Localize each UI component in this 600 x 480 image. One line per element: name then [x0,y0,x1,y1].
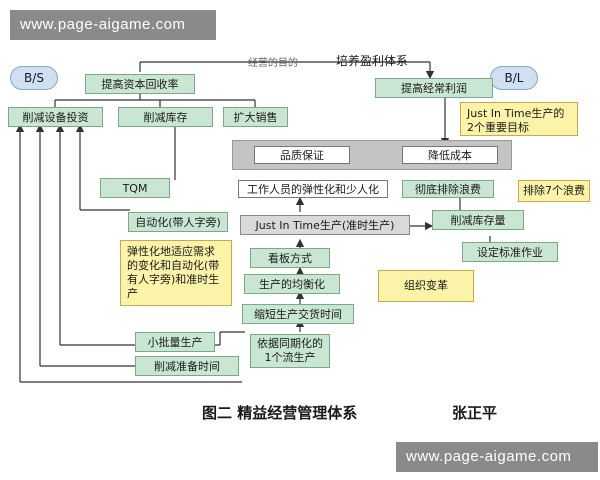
node-tqm: TQM [100,178,170,198]
note-seven-wastes: 排除7个浪费 [518,180,590,202]
node-improve-profit: 提高经常利润 [375,78,493,98]
node-shorten-lead: 缩短生产交货时间 [242,304,354,324]
node-reduce-equipment: 削减设备投资 [8,107,103,127]
node-improve-return: 提高资本回收率 [85,74,195,94]
note-jit-goals: Just In Time生产的2个重要目标 [460,102,578,136]
node-eliminate-waste: 彻底排除浪费 [402,180,494,198]
node-cut-setup: 削减准备时间 [135,356,239,376]
author: 张正平 [452,404,498,422]
note-flex-adapt: 弹性化地适应需求的变化和自动化(带有人字旁)和准时生产 [120,240,232,306]
node-reduce-cost: 降低成本 [402,146,498,164]
watermark-top: www.page-aigame.com [10,10,216,40]
node-leveling: 生产的均衡化 [244,274,340,294]
node-expand-sales: 扩大销售 [223,107,288,127]
node-worker-flex: 工作人员的弹性化和少人化 [238,180,388,198]
purpose-label: 经营的目的 [248,58,298,69]
node-std-work: 设定标准作业 [462,242,558,262]
node-automation: 自动化(带人字旁) [128,212,228,232]
node-kanban: 看板方式 [250,248,330,268]
system-title: 培养盈利体系 [336,54,409,68]
watermark-bottom: www.page-aigame.com [396,442,598,472]
node-quality: 品质保证 [254,146,350,164]
node-jit: Just In Time生产(准时生产) [240,215,410,235]
node-reduce-inventory: 削减库存 [118,107,213,127]
bl-badge: B/L [490,66,538,90]
note-org-reform: 组织变革 [378,270,474,302]
node-one-piece: 依据同期化的1个流生产 [250,334,330,368]
bs-badge: B/S [10,66,58,90]
caption: 图二 精益经营管理体系 [202,404,358,422]
node-small-lot: 小批量生产 [135,332,215,352]
node-cut-stock: 削减库存量 [432,210,524,230]
